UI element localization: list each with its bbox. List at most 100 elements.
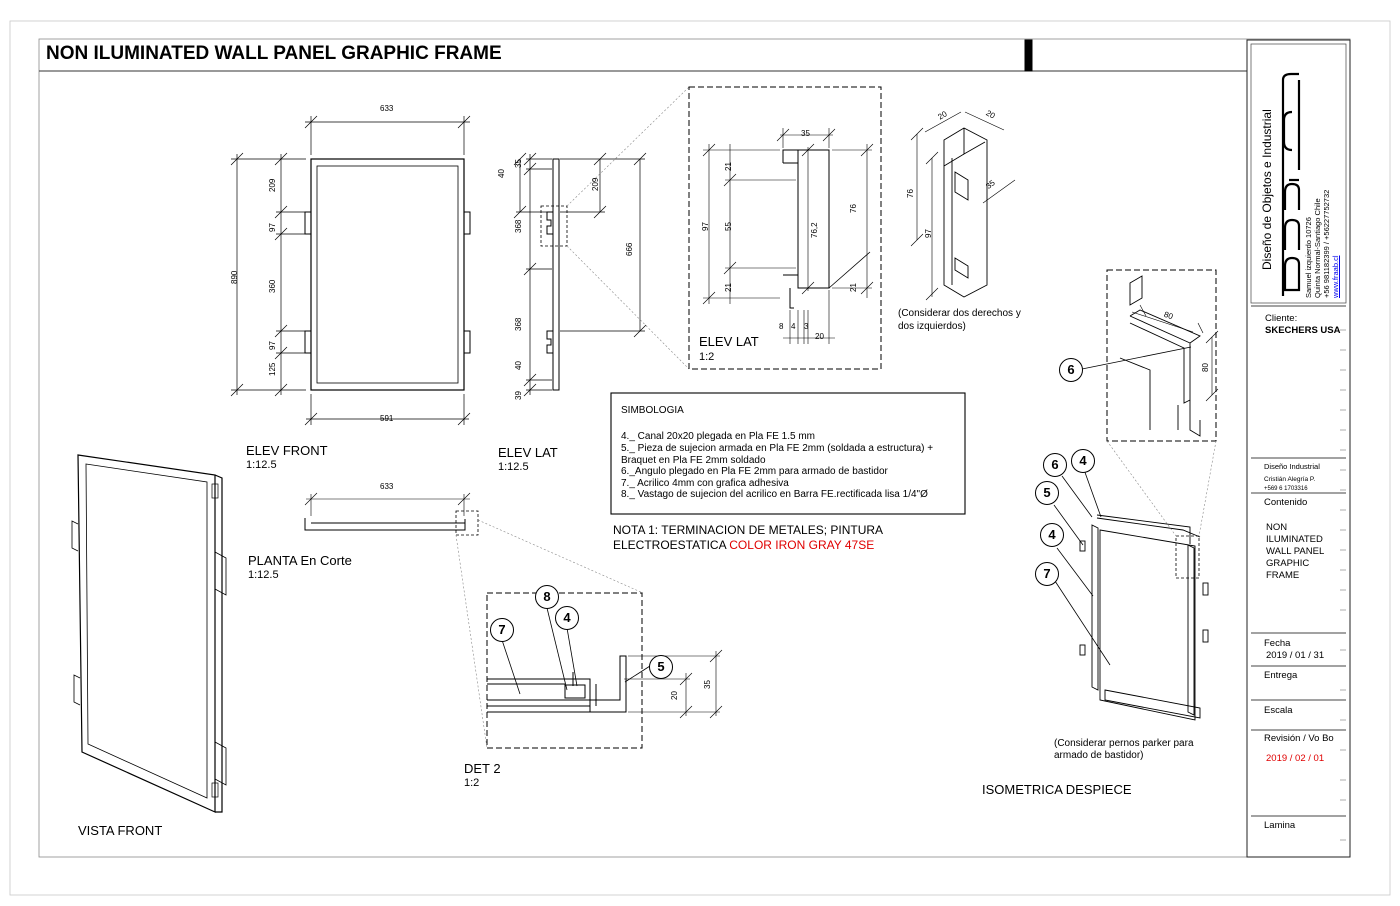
designer-name: Cristián Alegría P. <box>1264 476 1316 483</box>
revision-label: Revisión / Vo Bo <box>1264 733 1334 744</box>
contenido-line: WALL PANEL <box>1266 546 1325 557</box>
det2-drawing <box>487 655 627 713</box>
page-title: NON ILUMINATED WALL PANEL GRAPHIC FRAME <box>46 43 502 64</box>
view-scale-det2: 1:2 <box>464 777 480 789</box>
dim-detail-76: 76 <box>849 204 858 213</box>
dim-bracket-80-b: 80 <box>1201 363 1210 372</box>
company-address: Samuel izquierdo 10726 Quinta Normal-San… <box>1304 190 1340 298</box>
simbologia-item: Braquet en Pla FE 2mm soldado <box>621 455 766 466</box>
view-scale-elev-lat-detail: 1:2 <box>699 351 715 363</box>
callout-6: 6 <box>1043 453 1067 477</box>
view-scale-elev-front: 1:12.5 <box>246 459 277 471</box>
view-label-vista-front: VISTA FRONT <box>78 823 163 838</box>
isometrica-drawing <box>1079 514 1209 721</box>
dim-front-seg-1: 209 <box>268 178 277 192</box>
canal-iso-drawing <box>943 127 988 298</box>
fecha-value: 2019 / 01 / 31 <box>1266 650 1325 661</box>
dim-detail-21-right: 21 <box>849 283 858 292</box>
cliente-label: Cliente: <box>1265 313 1298 324</box>
contenido-line: ILUMINATED <box>1266 534 1323 545</box>
callout-8: 8 <box>535 585 559 609</box>
view-label-elev-lat: ELEV LAT <box>498 445 558 460</box>
nota1-line2: ELECTROESTATICA <box>613 538 726 552</box>
callout-4: 4 <box>1040 523 1064 547</box>
simbologia-box <box>610 392 966 515</box>
address-line: Samuel izquierdo 10726 <box>1304 217 1313 298</box>
fecha-label: Fecha <box>1264 638 1291 649</box>
note-pernos: (Considerar pernos parker para armado de… <box>1054 738 1194 761</box>
contenido-line: NON <box>1266 522 1288 533</box>
dim-canal-76: 76 <box>906 189 915 198</box>
callout-5: 5 <box>1035 481 1059 505</box>
simbologia-item: 4._ Canal 20x20 plegada en Pla FE 1.5 mm <box>621 431 816 442</box>
simbologia-item: 5._ Pieza de sujecion armada en Pla FE 2… <box>621 443 934 454</box>
dim-lat-35: 35 <box>514 159 523 168</box>
escala-label: Escala <box>1264 705 1293 716</box>
outer-border <box>9 20 1391 896</box>
dim-lat-666: 666 <box>625 242 634 256</box>
company-website-link[interactable]: www.fraab.cl <box>1331 255 1340 298</box>
lamina-label: Lamina <box>1264 820 1296 831</box>
dim-detail-top: 35 <box>801 129 810 138</box>
dim-lat-39: 39 <box>514 391 523 400</box>
view-label-elev-lat-detail: ELEV LAT <box>699 334 759 349</box>
dim-front-seg-3: 360 <box>268 279 277 293</box>
view-label-elev-front: ELEV FRONT <box>246 443 328 458</box>
title-block <box>1246 39 1351 858</box>
dim-front-top: 633 <box>380 104 394 113</box>
simbologia-item: 8._ Vastago de sujecion del acrilico en … <box>621 489 928 500</box>
dim-lat-368-top: 368 <box>514 219 523 233</box>
callout-5: 5 <box>649 655 673 679</box>
callout-4: 4 <box>1071 449 1095 473</box>
dim-detail-55: 55 <box>724 222 733 231</box>
cliente-value: SKECHERS USA <box>1265 325 1341 336</box>
elev-lat-detail-marker <box>540 205 568 247</box>
dim-detail-4: 4 <box>791 322 796 331</box>
view-scale-planta: 1:12.5 <box>248 569 279 581</box>
dim-detail-20: 20 <box>815 332 824 341</box>
bracket-drawing <box>1119 275 1201 437</box>
dim-canal-97: 97 <box>924 229 933 238</box>
view-label-det2: DET 2 <box>464 761 501 776</box>
dim-front-height: 890 <box>230 270 239 284</box>
nota1-line1: NOTA 1: TERMINACION DE METALES; PINTURA <box>613 523 884 537</box>
view-label-isometrica: ISOMETRICA DESPIECE <box>982 782 1132 797</box>
dim-front-bottom: 591 <box>380 414 394 423</box>
dim-front-seg-4: 97 <box>268 341 277 350</box>
contenido-value: NON ILUMINATED WALL PANEL GRAPHIC FRAME <box>1266 522 1324 582</box>
dim-detail-21-top: 21 <box>724 162 733 171</box>
designer-phone: +569 6 1703316 <box>1264 486 1308 492</box>
planta-drawing <box>304 510 479 536</box>
planta-detail-marker <box>455 510 479 536</box>
view-scale-elev-lat: 1:12.5 <box>498 461 529 473</box>
callout-6: 6 <box>1059 358 1083 382</box>
entrega-label: Entrega <box>1264 670 1298 681</box>
dim-det2-35: 35 <box>703 680 712 689</box>
title-bar-block <box>1024 39 1033 72</box>
elev-lat-detail-frame <box>688 86 882 370</box>
address-line: Quinta Normal-Santiago Chile <box>1313 198 1322 298</box>
nota1-color: COLOR IRON GRAY 47SE <box>729 538 875 552</box>
note-canal: (Considerar dos derechos y dos izquierdo… <box>898 308 1021 332</box>
company-tagline: Diseño de Objetos e Industrial <box>1260 109 1274 270</box>
vista-front-drawing <box>71 454 227 813</box>
dim-lat-40-bottom: 40 <box>514 361 523 370</box>
det2-frame <box>486 592 643 749</box>
simbologia-header: SIMBOLOGIA <box>621 405 684 416</box>
callout-4: 4 <box>555 606 579 630</box>
elev-lat-drawing <box>540 158 568 391</box>
contenido-line: FRAME <box>1266 570 1300 581</box>
contenido-label: Contenido <box>1264 497 1308 508</box>
dim-lat-209: 209 <box>591 177 600 191</box>
dim-detail-8: 8 <box>779 322 784 331</box>
address-line: +56 981182399 / +56227752732 <box>1322 189 1331 298</box>
dim-lat-40-top: 40 <box>497 169 506 178</box>
elev-front-drawing <box>304 158 471 391</box>
dim-det2-20: 20 <box>670 691 679 700</box>
view-label-planta: PLANTA En Corte <box>248 553 352 568</box>
elev-lat-detail-drawing <box>782 149 871 309</box>
revision-value: 2019 / 02 / 01 <box>1266 753 1325 764</box>
dim-detail-76-2: 76,2 <box>810 222 819 238</box>
iso-detail-marker <box>1175 535 1200 579</box>
